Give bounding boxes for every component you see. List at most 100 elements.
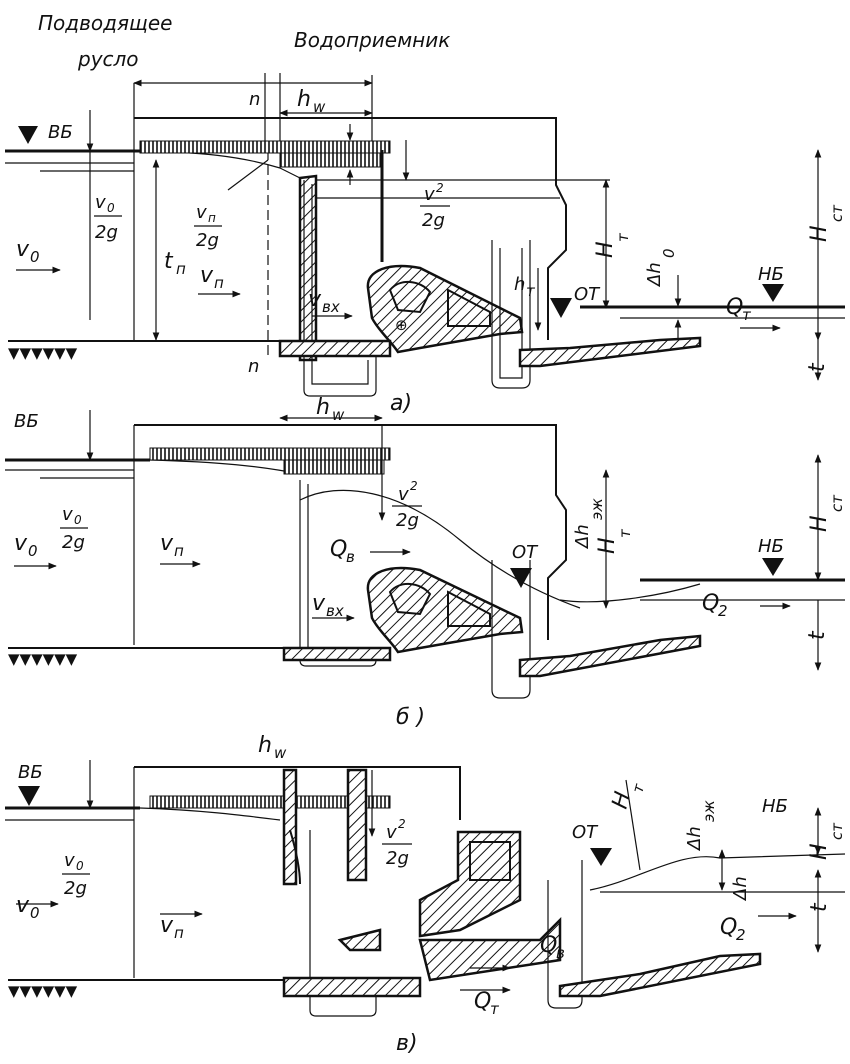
draft-tube-c (418, 916, 562, 982)
foundation-c (282, 976, 422, 998)
label-v0-head-den-c: 2g (64, 878, 87, 899)
label-v0-head-sub: 0 (107, 201, 115, 215)
label-Ht-a: H (593, 241, 618, 258)
label-vin: v (308, 287, 322, 312)
label-v0-head-den: 2g (95, 222, 118, 243)
turbine-symbol-a: ⊕ (395, 316, 408, 334)
label-Q2-c: Q (720, 915, 737, 940)
ot-marker-c (590, 848, 612, 866)
label-velhead-num-c: v (386, 822, 397, 843)
label-velhead-sup: 2 (436, 181, 444, 195)
drawdown-curve-c (139, 807, 281, 821)
downstream-level-marker-b (762, 558, 784, 576)
apron-b (518, 634, 702, 678)
label-ot-b: ОТ (512, 542, 539, 563)
label-velhead-den-c: 2g (386, 848, 409, 869)
turbine-runner-c (469, 841, 511, 881)
label-Q2-c-sub: 2 (736, 926, 746, 944)
label-dhej-c-sub: эж (700, 800, 718, 822)
trash-rack-top-b (149, 447, 391, 461)
label-Hst-c: H (807, 843, 832, 860)
caption-b: б ) (396, 705, 425, 730)
label-v0-head-sub-c: 0 (76, 859, 84, 873)
trash-rack-top (139, 140, 391, 154)
drawdown-curve (139, 150, 301, 179)
label-dhej-b: Δh (572, 524, 593, 550)
siphon-left (303, 180, 377, 397)
label-Hst-b: H (807, 515, 832, 532)
label-v0-c: v (16, 893, 30, 918)
label-vn-head-sub: п (208, 211, 216, 225)
upstream-level-marker-c (18, 786, 40, 806)
label-Qt-a: Q (726, 295, 743, 320)
caption-a: a) (390, 391, 412, 416)
label-dh0-sub: 0 (660, 248, 678, 258)
label-Ht-b: H (595, 537, 620, 554)
label-Ht-a-sub: т (614, 232, 632, 242)
trash-rack-head-b (283, 459, 385, 475)
siphon-left-c (309, 830, 377, 1017)
label-Hst-a: H (807, 225, 832, 242)
siphon-left-b (299, 480, 377, 667)
label-Qv-b: Q (330, 537, 347, 562)
label-ot-a: ОТ (574, 284, 601, 305)
label-vin-b: v (312, 591, 326, 616)
label-hw-b: h (316, 395, 330, 420)
leader-vn-head (227, 159, 269, 191)
label-v0-sub: 0 (30, 248, 40, 266)
turbine-runner-a (388, 281, 432, 314)
label-n-top: n (249, 89, 260, 110)
label-v0-b: v (14, 531, 28, 556)
pier-left-c (282, 768, 298, 886)
draft-tube-b (447, 590, 491, 627)
label-v0-head-den-b: 2g (62, 532, 85, 553)
label-vn-b: v (160, 531, 174, 556)
vane-c (337, 928, 382, 952)
intake-building-outline-c (134, 766, 461, 820)
trash-rack-head (279, 152, 381, 168)
draft-tube-a (447, 288, 491, 327)
siphon-right-c (547, 860, 583, 1009)
siphon-right-b (491, 560, 531, 699)
label-dhej-b-sub: эж (588, 498, 606, 520)
label-v0: v (16, 237, 30, 262)
label-vn: v (200, 263, 214, 288)
label-ht-sub: т (526, 282, 536, 300)
label-v0-b-sub: 0 (28, 542, 38, 560)
ot-marker-b (510, 568, 532, 588)
label-vn-sub: п (214, 274, 224, 292)
label-ot-c: ОТ (572, 822, 599, 843)
intake-building-outline-b (134, 424, 567, 640)
label-dhej-c: Δh (684, 826, 705, 852)
label-nb-c: НБ (762, 796, 788, 817)
label-dh-c: Δh (730, 876, 751, 902)
label-velhead-den-b: 2g (396, 510, 419, 531)
label-ht: h (514, 274, 525, 295)
label-hw-c: h (258, 733, 272, 758)
turbine-casing-a (366, 264, 524, 354)
trash-rack-top-c (149, 795, 391, 809)
label-hw-sub: w (313, 98, 326, 116)
label-Hst-c-sub: ст (828, 822, 846, 840)
label-velhead-den: 2g (422, 210, 445, 231)
deflector-c (289, 829, 301, 885)
label-Ht-c-sub: т (628, 781, 648, 795)
header-approach-channel-line2: русло (77, 47, 139, 71)
label-vn-b-sub: п (174, 542, 184, 560)
label-tn: t (164, 249, 174, 274)
label-vn-c-sub: п (174, 924, 184, 942)
label-Qv-c-sub: в (556, 944, 565, 962)
label-t-a: t (805, 362, 830, 372)
label-Qt-c: Q (474, 989, 491, 1014)
header-intake: Водоприемник (294, 28, 450, 52)
foundation-b (282, 646, 392, 662)
label-velhead-num: v (424, 184, 435, 205)
ground-symbol-b: ▼▼▼▼▼▼ (8, 650, 78, 668)
label-t-c: t (807, 902, 832, 912)
label-v0-c-sub: 0 (30, 904, 40, 922)
label-hw-c-sub: w (274, 744, 287, 762)
downstream-surface-c (589, 853, 846, 891)
turbine-casing-b (366, 566, 524, 654)
siphon-left-inner (311, 184, 369, 385)
ground-symbol-a: ▼▼▼▼▼▼ (8, 344, 78, 362)
